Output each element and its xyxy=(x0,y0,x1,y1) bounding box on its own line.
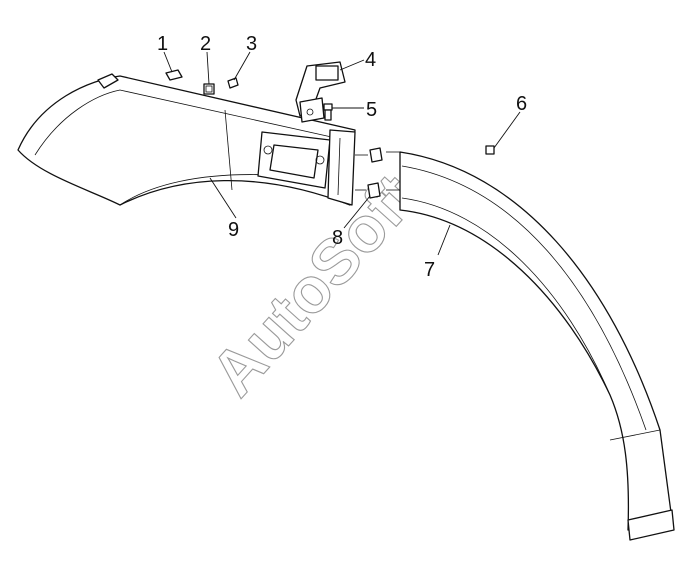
callout-8: 8 xyxy=(332,227,343,249)
clip-6 xyxy=(485,145,495,155)
end-bracket xyxy=(327,129,356,206)
callout-3: 3 xyxy=(246,33,257,55)
mounting-bracket xyxy=(295,61,346,123)
fender-trim-recess xyxy=(257,131,331,189)
retaining-clips xyxy=(355,147,383,199)
small-screw xyxy=(227,77,239,89)
callout-6: 6 xyxy=(516,93,527,115)
clip-1 xyxy=(165,69,183,81)
screw xyxy=(323,103,333,121)
callout-9: 9 xyxy=(228,219,239,241)
wheel-arch-trim xyxy=(386,151,675,541)
callout-4: 4 xyxy=(365,49,376,71)
nut xyxy=(203,83,215,95)
callout-1: 1 xyxy=(157,33,168,55)
callout-5: 5 xyxy=(366,99,377,121)
callout-7: 7 xyxy=(424,259,435,281)
leader-lines xyxy=(163,51,521,256)
callout-2: 2 xyxy=(200,33,211,55)
watermark: AutoSoft xyxy=(197,160,431,409)
